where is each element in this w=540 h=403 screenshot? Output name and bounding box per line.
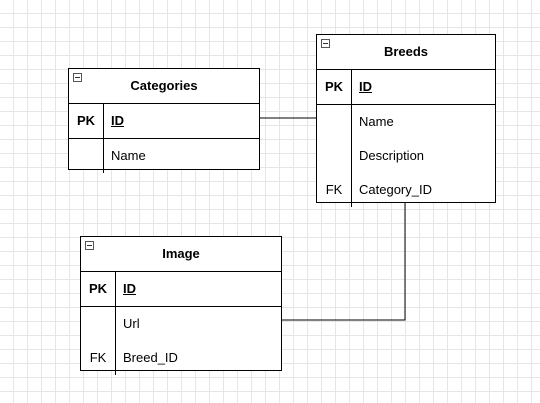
collapse-icon[interactable] [321, 39, 330, 48]
entity-breeds[interactable]: Breeds PK ID Name Description FK Categor… [316, 34, 496, 207]
pk-row[interactable]: PK ID [317, 70, 495, 105]
entity-image[interactable]: Image PK ID Url FK Breed_ID [80, 236, 282, 375]
entity-title: Breeds [383, 44, 429, 59]
attribute-name: Name [111, 148, 146, 163]
entity-categories[interactable]: Categories PK ID Name [68, 68, 260, 173]
entity-header[interactable]: Categories [69, 69, 259, 104]
entity-header[interactable]: Image [81, 237, 281, 272]
pk-label: PK [317, 70, 352, 104]
key-label [69, 139, 104, 173]
pk-row[interactable]: PK ID [81, 272, 281, 307]
pk-label: PK [81, 272, 116, 306]
fk-label: FK [81, 341, 116, 375]
pk-field: ID [111, 113, 124, 128]
entity-title: Categories [130, 78, 198, 93]
key-label [317, 139, 352, 173]
attribute-name: Category_ID [359, 182, 432, 197]
collapse-icon[interactable] [73, 73, 82, 82]
key-label [317, 105, 352, 139]
pk-label: PK [69, 104, 104, 138]
attribute-row[interactable]: Name [69, 139, 259, 173]
entity-header[interactable]: Breeds [317, 35, 495, 70]
attribute-name: Url [123, 316, 140, 331]
collapse-icon[interactable] [85, 241, 94, 250]
pk-field: ID [123, 281, 136, 296]
attribute-name: Breed_ID [123, 350, 178, 365]
attribute-name: Description [359, 148, 425, 163]
entity-title: Image [162, 246, 200, 261]
attribute-name: Name [359, 114, 394, 129]
connector-image-breeds[interactable] [282, 202, 406, 321]
pk-row[interactable]: PK ID [69, 104, 259, 139]
attribute-row[interactable]: Url [81, 307, 281, 341]
attribute-row[interactable]: FK Breed_ID [81, 341, 281, 375]
key-label [81, 307, 116, 341]
attribute-row[interactable]: FK Category_ID [317, 173, 495, 207]
fk-label: FK [317, 173, 352, 207]
pk-field: ID [359, 79, 372, 94]
attribute-row[interactable]: Description [317, 139, 495, 173]
attribute-row[interactable]: Name [317, 105, 495, 139]
